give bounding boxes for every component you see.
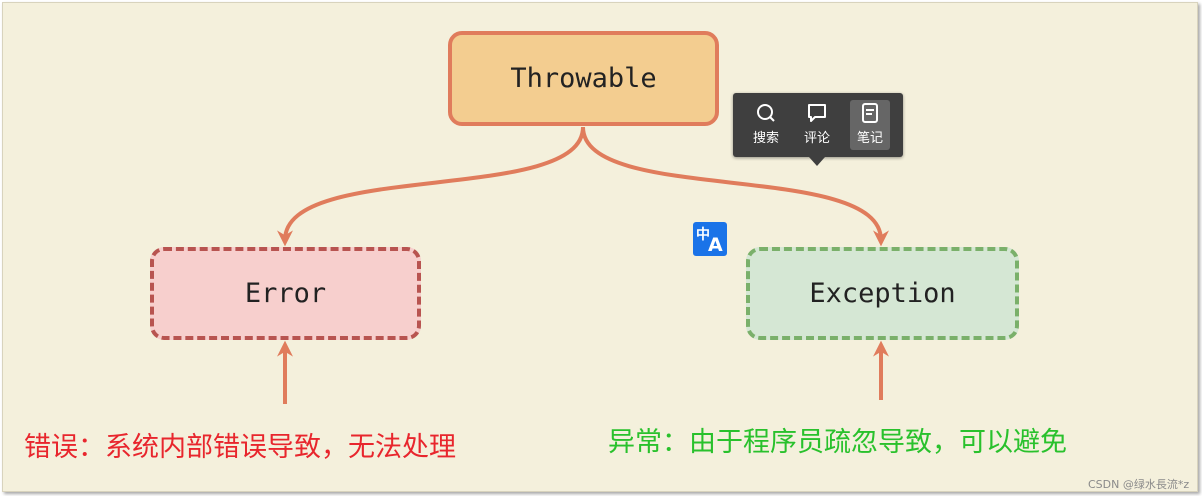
toolbar-comment-label: 评论: [803, 131, 830, 146]
node-throwable: Throwable: [448, 31, 719, 126]
caption-exception: 异常：由于程序员疏忽导致，可以避免: [608, 427, 1067, 458]
search-icon: [757, 104, 775, 122]
translate-icon-top: 中: [696, 227, 710, 243]
edge-throwable-to-exception: [581, 126, 889, 247]
toolbar-search-label: 搜索: [752, 131, 779, 146]
edge-throwable-to-error: [277, 126, 585, 247]
toolbar-comment-button[interactable]: 评论: [797, 100, 837, 150]
selection-toolbar: 搜索 评论 笔记: [733, 93, 903, 166]
toolbar-note-button[interactable]: 笔记: [850, 100, 890, 150]
translate-icon[interactable]: 中 A: [693, 222, 727, 256]
caption-error: 错误：系统内部错误导致，无法处理: [24, 432, 456, 463]
node-exception-label: Exception: [809, 278, 956, 309]
node-error: Error: [150, 247, 421, 340]
node-exception: Exception: [746, 247, 1019, 340]
watermark: CSDN @绿水長流*z: [1088, 478, 1190, 491]
toolbar-search-button[interactable]: 搜索: [746, 100, 786, 150]
node-throwable-label: Throwable: [510, 63, 657, 94]
translate-icon-bottom: A: [708, 234, 723, 256]
toolbar-note-label: 笔记: [856, 131, 883, 146]
comment-icon: [808, 104, 826, 122]
node-error-label: Error: [244, 278, 327, 309]
note-icon: [862, 103, 878, 123]
